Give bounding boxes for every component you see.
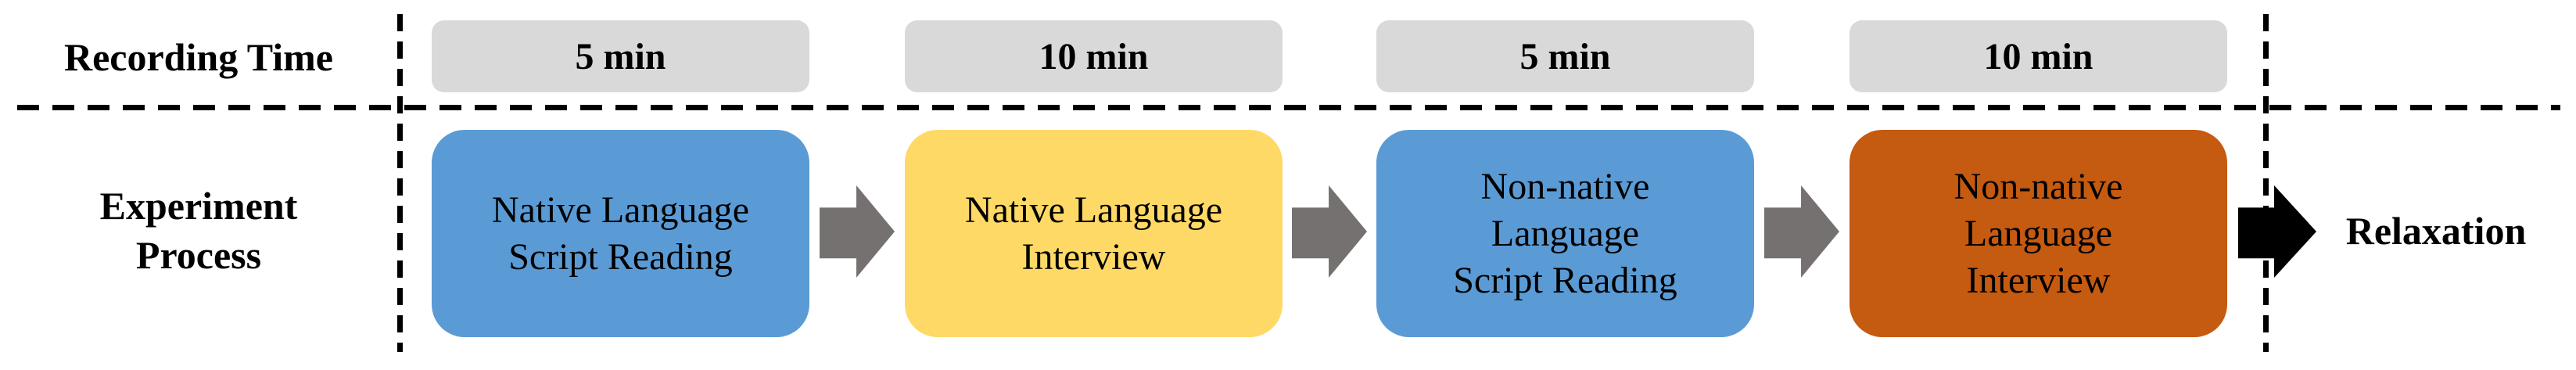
relaxation-label: Relaxation (2345, 209, 2527, 253)
row-label-recording-time: Recording Time (64, 35, 333, 79)
time-box-3-label: 5 min (1519, 35, 1611, 77)
time-box-4-label: 10 min (1983, 35, 2093, 77)
process-box-non-native-language-interview: Non-native Language Interview (1849, 130, 2227, 337)
process-box-4-label: Non-native Language Interview (1954, 165, 2123, 301)
time-box-2: 10 min (905, 20, 1283, 92)
divider-horizontal-row (17, 105, 2560, 110)
relaxation-arrow-icon (2238, 185, 2316, 278)
time-box-1-label: 5 min (575, 35, 666, 77)
time-box-1: 5 min (432, 20, 809, 92)
time-box-2-label: 10 min (1039, 35, 1149, 77)
process-box-1-label: Native Language Script Reading (491, 189, 750, 278)
divider-vertical-right (2263, 14, 2269, 352)
process-box-non-native-language-script-reading: Non-native Language Script Reading (1376, 130, 1754, 337)
time-box-3: 5 min (1376, 20, 1754, 92)
process-box-3-label: Non-native Language Script Reading (1453, 165, 1677, 301)
process-box-native-language-interview: Native Language Interview (905, 130, 1283, 337)
process-box-native-language-script-reading: Native Language Script Reading (432, 130, 809, 337)
process-box-2-label: Native Language Interview (964, 189, 1223, 278)
time-box-4: 10 min (1849, 20, 2227, 92)
divider-vertical-left (397, 14, 403, 352)
flow-arrow-icon-3 (1764, 185, 1839, 278)
row-label-experiment-process: Experiment Process (99, 184, 298, 277)
flow-arrow-icon-1 (820, 185, 895, 278)
flow-arrow-icon-2 (1292, 185, 1367, 278)
